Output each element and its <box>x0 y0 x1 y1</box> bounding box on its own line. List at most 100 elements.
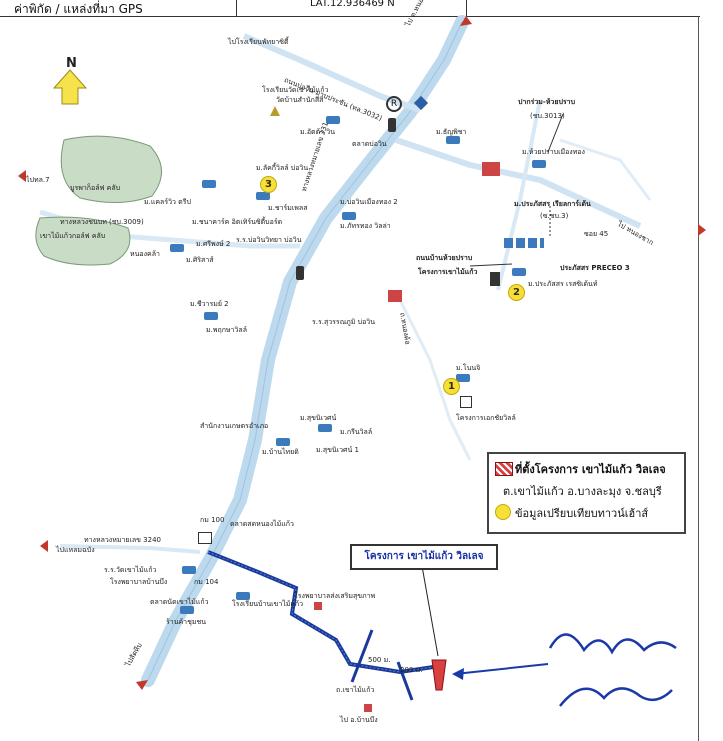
building-icon <box>314 602 322 610</box>
village-icon <box>532 160 546 168</box>
map-label: ไป อ.บ้านบึง <box>340 716 378 724</box>
map-label: ม.สุขนิเวศน์ <box>300 414 337 422</box>
map-label: (ชบ.3013) <box>530 112 565 120</box>
map-label: ทางหลวงชนบท (ชบ.3009) <box>60 218 144 226</box>
map-label: ประภัสสร PRECEO 3 <box>560 264 630 272</box>
callout-pointer <box>421 565 439 657</box>
map-label: ร้านค้าชุมชน <box>166 618 206 626</box>
road-right <box>395 137 642 229</box>
map-label: ไปแหลมฉบัง <box>56 546 95 554</box>
map-label: ม.ศิริสาส์ <box>186 256 214 264</box>
building-icon <box>364 704 372 712</box>
map-label: ร.ร.สุวรรณภูมิ บ่อวิน <box>312 318 376 326</box>
pointer-line <box>547 113 564 153</box>
map-label: ร.ร.บ่อวินวิทยา บ่อวิน <box>236 236 302 244</box>
header-coordinate-text: LAT.12.936469 N <box>310 0 395 9</box>
village-icon <box>182 566 196 574</box>
comparison-marker-2: 2 <box>508 284 525 301</box>
traffic-light-icon <box>490 272 500 286</box>
map-label: ไปทล.7 <box>26 176 50 184</box>
map-label: โรงพยาบาลส่งเสริมสุขภาพ <box>294 592 376 600</box>
map-label: โครงการเขาไม้แก้ว <box>418 268 478 276</box>
traffic-light-icon <box>296 266 304 280</box>
map-label: โรงเรียนบ้านเขาไม้แก้ว <box>232 600 304 608</box>
map-label: ปากร่วม-ห้วยปราบ <box>518 98 576 106</box>
village-icon <box>170 244 184 252</box>
legend-hatch-swatch <box>495 462 513 476</box>
map-label: ม.ศรีพงษ์ 2 <box>196 240 231 248</box>
village-icon <box>446 136 460 144</box>
direction-arrow-icon <box>40 540 48 552</box>
village-cluster-icon <box>504 238 544 248</box>
map-label: ม.กรีนวิลล์ <box>340 428 373 436</box>
map-label: ถนนบ้านห้วยปราบ <box>416 254 473 262</box>
map-label: โครงการเอกชัยวิลล์ <box>456 414 516 422</box>
village-icon <box>326 116 340 124</box>
village-icon <box>202 180 216 188</box>
map-label: ตลาดบ่อวิน <box>352 140 387 148</box>
project-callout: โครงการ เขาไม้แก้ว วิลเลจ <box>350 544 498 570</box>
map-legend: ที่ตั้งโครงการ เขาไม้แก้ว วิลเลจ ต.เขาไม… <box>487 452 686 534</box>
village-icon <box>512 268 526 276</box>
map-label: บูรพาก็อล์ฟ คลับ <box>70 184 121 192</box>
project-site-marker <box>431 659 447 691</box>
map-label: ม.ประภัสสร เรียลการ์เด้น <box>514 200 591 208</box>
map-label: ไปโรงเรียนพัทยาซิตี้ <box>228 38 289 46</box>
legend-project-site: ที่ตั้งโครงการ เขาไม้แก้ว วิลเลจ <box>515 463 666 476</box>
building-icon <box>482 162 500 176</box>
map-frame <box>0 16 699 741</box>
header-bar: ค่าพิกัด / แหล่งที่มา GPS LAT.12.936469 … <box>0 0 700 17</box>
map-label: ม.ประภัสสร เรสซิเด้นท์ <box>528 280 598 288</box>
compass-label: N <box>66 56 77 71</box>
map-label: วัดบ้านสำนักสีสิ <box>276 96 324 104</box>
direction-arrow-icon <box>18 170 26 182</box>
map-label: ม.บ้านไทยดิ <box>262 448 299 456</box>
village-icon <box>276 438 290 446</box>
map-label: หนองคล้า <box>130 250 160 258</box>
map-label: กม 104 <box>194 578 219 586</box>
signature-arrow <box>454 663 549 675</box>
map-label: 500 ม. <box>368 656 391 664</box>
map-label: ม.ชนาคาร์ค อิตเทิร์นซิตี้บอร์ด <box>192 218 283 226</box>
map-label: เขาไม้แก้วกอล์ฟ คลับ <box>40 232 106 240</box>
map-label: โรงพยาบาลบ้านบึง <box>110 578 168 586</box>
map-label: ซอย 45 <box>584 230 609 238</box>
map-label: โรงเรียนวัดเขาไม้แก้ว <box>262 86 329 94</box>
map-label: ม.ธัญพิชา <box>436 128 467 136</box>
temple-icon <box>270 106 280 116</box>
road-nongkho <box>398 299 472 461</box>
signature-scribble-2 <box>559 687 673 707</box>
village-icon <box>204 312 218 320</box>
village-icon <box>236 592 250 600</box>
map-label: ม.แคลร์วิว ตรีป <box>144 198 191 206</box>
route-branch <box>350 629 374 683</box>
road-right-curve <box>559 138 652 201</box>
map-label: ม.สุขนิเวศน์ 1 <box>316 446 359 454</box>
golf-course-area-2 <box>35 216 131 266</box>
village-icon <box>318 424 332 432</box>
header-left-text: ค่าพิกัด / แหล่งที่มา GPS <box>14 2 143 16</box>
map-label: ม.พฤกษาวิลล์ <box>206 326 247 334</box>
map-label: ม.อัตต้า วิน <box>300 128 336 136</box>
map-label: ม.ลัคกี้วิลล์ บ่อวิน <box>256 164 309 172</box>
direction-arrow-icon <box>698 224 706 236</box>
route-branch <box>396 661 414 701</box>
map-label: ม.ชาร์มเพลส <box>268 204 308 212</box>
project-route-inner <box>207 551 441 673</box>
village-icon <box>256 192 270 200</box>
arrowhead-icon <box>452 668 464 680</box>
north-arrow-icon <box>52 69 88 105</box>
road-3240 <box>59 544 201 554</box>
road-right-vertical <box>496 99 542 291</box>
map-label: (ซ.ชบ.3) <box>540 212 569 220</box>
comparison-marker-1: 1 <box>443 378 460 395</box>
header-divider <box>466 0 467 16</box>
map-label: ม.ภัทรทอง วิลล่า <box>340 222 391 230</box>
village-icon <box>456 374 470 382</box>
map-label: ทางหลวงหมายเลข 3240 <box>84 536 161 544</box>
map-label: ตลาดสดหนองไม้แก้ว <box>230 520 294 528</box>
direction-arrow-icon <box>136 680 148 690</box>
map-label: ถ.เขาไม้แก้ว <box>336 686 375 694</box>
legend-yellow-circle-icon <box>495 504 511 520</box>
